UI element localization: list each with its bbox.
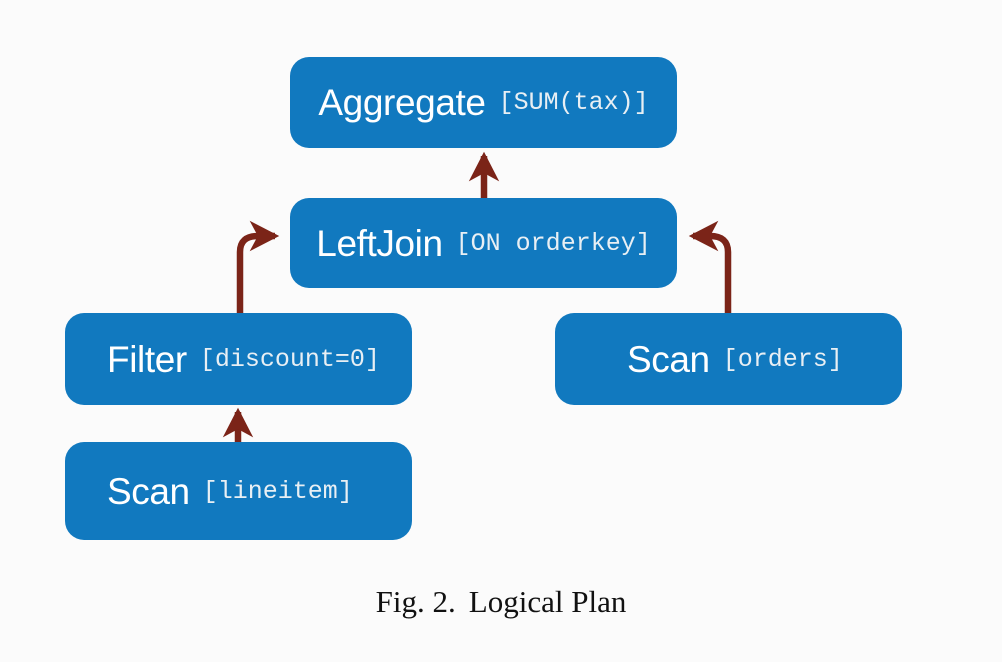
node-scan-lineitem-name: Scan: [107, 470, 190, 512]
node-filter-name: Filter: [107, 338, 187, 380]
node-leftjoin-name: LeftJoin: [316, 222, 443, 264]
node-leftjoin-detail: [ON orderkey]: [455, 228, 651, 258]
node-aggregate-name: Aggregate: [318, 82, 486, 123]
node-scan-lineitem[interactable]: Scan [lineitem]: [65, 442, 412, 540]
node-scan-orders-name: Scan: [627, 338, 710, 380]
node-scan-orders[interactable]: Scan [orders]: [555, 313, 902, 405]
node-scan-orders-detail: [orders]: [722, 344, 843, 374]
edge-filter-to-leftjoin: [236, 220, 280, 313]
figure-caption: Fig. 2. Logical Plan: [0, 584, 1002, 620]
figure-caption-title: Logical Plan: [468, 584, 627, 619]
figure-caption-label: Fig. 2.: [375, 584, 456, 619]
node-leftjoin[interactable]: LeftJoin [ON orderkey]: [290, 198, 677, 288]
node-filter[interactable]: Filter [discount=0]: [65, 313, 412, 405]
node-scan-lineitem-detail: [lineitem]: [202, 476, 353, 506]
node-aggregate-detail: [SUM(tax)]: [498, 88, 649, 117]
node-filter-detail: [discount=0]: [199, 344, 380, 374]
edge-scan-orders-to-leftjoin: [688, 220, 732, 313]
node-aggregate[interactable]: Aggregate [SUM(tax)]: [290, 57, 677, 148]
